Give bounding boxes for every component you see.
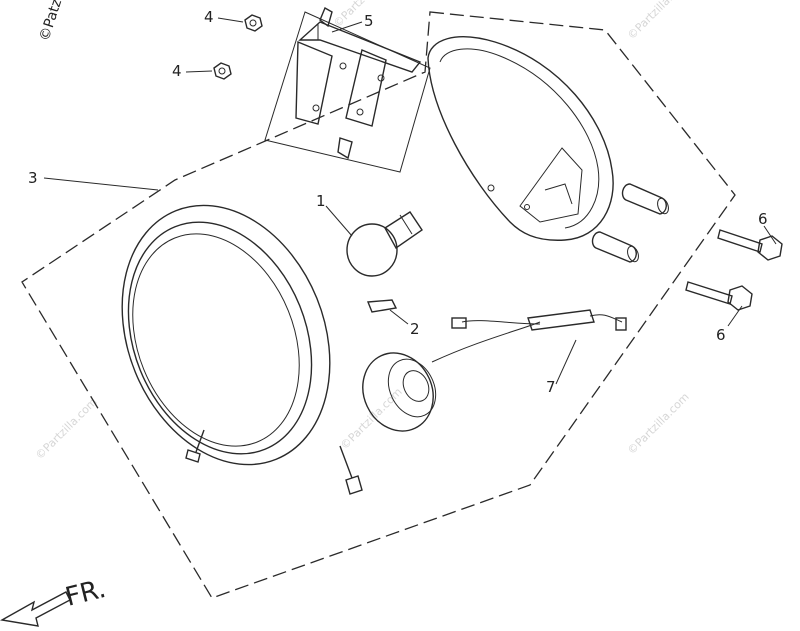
spacer-collar-upper — [621, 183, 669, 215]
callout-6-upper: 6 — [758, 210, 768, 228]
rim-screw-bottom — [339, 445, 363, 495]
bracket-boundary — [264, 11, 431, 173]
leader-5 — [331, 21, 363, 33]
spacer-collar-lower — [591, 231, 639, 263]
watermark-top-left: ©Patzilla — [37, 0, 72, 43]
callout-5: 5 — [364, 12, 374, 30]
headlight-bulb — [346, 211, 423, 277]
watermark-mid-center: ©Partzilla.com — [338, 385, 405, 452]
front-direction-arrow — [0, 591, 71, 627]
leader-4b — [185, 70, 213, 73]
leader-2 — [389, 309, 409, 325]
callout-1: 1 — [316, 192, 326, 210]
leader-4a — [217, 17, 244, 23]
callout-4-upper: 4 — [204, 8, 214, 26]
flange-nut-upper — [244, 14, 263, 32]
leader-7 — [555, 339, 577, 385]
watermark-mid-right: ©Partzilla.com — [625, 390, 692, 457]
rim-screw-left — [185, 429, 205, 463]
headlight-rim — [121, 204, 331, 466]
headlight-housing — [427, 36, 614, 241]
leader-6b — [727, 305, 743, 327]
flange-nut-lower — [213, 62, 232, 80]
callout-3: 3 — [28, 169, 38, 187]
flange-bolt-lower — [685, 281, 753, 311]
callout-6-lower: 6 — [716, 326, 726, 344]
callout-2: 2 — [410, 320, 420, 338]
flange-bolt-upper — [717, 229, 783, 261]
mounting-bracket — [295, 6, 422, 160]
bulb-socket-harness — [362, 309, 627, 432]
position-bulb — [366, 299, 398, 313]
watermark-mid-left: ©Partzilla.com — [33, 395, 100, 462]
callout-4-lower: 4 — [172, 62, 182, 80]
callout-7: 7 — [546, 378, 556, 396]
leader-1 — [325, 205, 353, 237]
assembly-boundary — [21, 11, 736, 599]
leader-6a — [763, 225, 777, 245]
front-direction-label: FR. — [62, 574, 108, 613]
watermark-top-right: ©Partzilla.com — [625, 0, 692, 42]
leader-3 — [43, 177, 159, 191]
